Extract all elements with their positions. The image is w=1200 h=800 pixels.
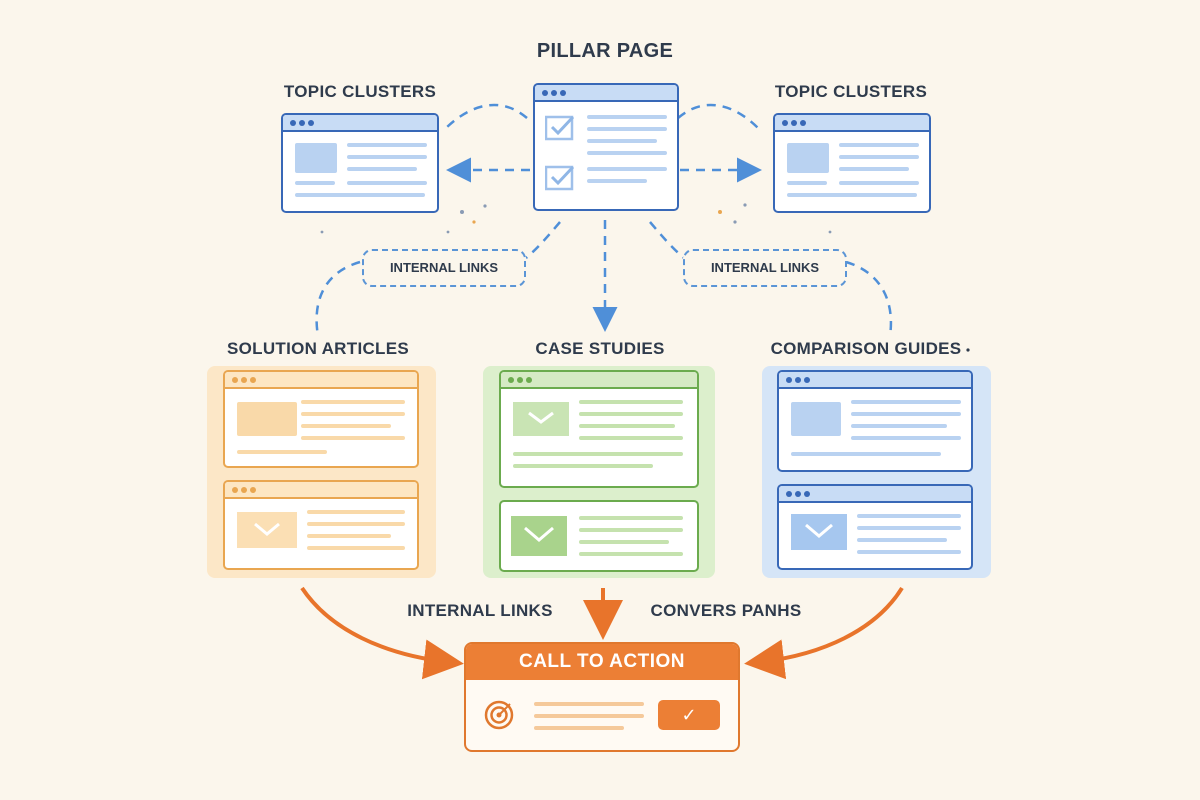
internal-links-pill-right: INTERNAL LINKS	[683, 249, 847, 287]
topic-cluster-window-right	[773, 113, 931, 213]
envelope-icon	[513, 402, 569, 436]
cta-title: CALL TO ACTION	[466, 644, 738, 680]
link-pillar-to-left-top	[445, 103, 528, 129]
topic-cluster-window-left	[281, 113, 439, 213]
case-studies-label: CASE STUDIES	[535, 339, 665, 358]
confetti-dots	[320, 203, 970, 352]
link-pillar-to-right-top	[677, 103, 759, 129]
pillar-page-window	[533, 83, 679, 211]
internal-links-bottom-label: INTERNAL LINKS	[407, 601, 553, 620]
comparison-guides-label: COMPARISON GUIDES	[770, 339, 962, 358]
call-to-action-window: CALL TO ACTION ✓	[464, 642, 740, 752]
checkbox-icon	[545, 115, 575, 141]
solution-articles-label: SOLUTION ARTICLES	[226, 339, 410, 358]
image-icon	[787, 143, 829, 173]
solution-article-window-1	[223, 370, 419, 468]
checkbox-icon	[545, 165, 575, 191]
comparison-guide-window-1	[777, 370, 973, 472]
link-to-comparison-guides	[845, 260, 893, 337]
topic-clusters-right-label: TOPIC CLUSTERS	[774, 82, 928, 101]
link-pillar-down-right	[649, 221, 685, 259]
comparison-guide-window-2	[777, 484, 973, 570]
internal-links-pill-left: INTERNAL LINKS	[362, 249, 526, 287]
case-study-window-2	[499, 500, 699, 572]
link-to-solution-articles	[315, 260, 361, 337]
case-study-window-1	[499, 370, 699, 488]
arrow-solution-to-cta	[300, 586, 464, 680]
image-icon	[237, 402, 297, 436]
target-icon	[484, 700, 514, 730]
solution-article-window-2	[223, 480, 419, 570]
link-pillar-down-left	[525, 221, 561, 259]
envelope-icon	[237, 512, 297, 548]
conversion-paths-label: CONVERS PANHS	[650, 601, 802, 620]
envelope-icon	[791, 514, 847, 550]
image-icon	[791, 402, 841, 436]
arrow-comparison-to-cta	[744, 586, 904, 680]
envelope-icon	[511, 516, 567, 556]
pillar-page-title: PILLAR PAGE	[536, 40, 674, 62]
topic-clusters-left-label: TOPIC CLUSTERS	[283, 82, 437, 101]
image-icon	[295, 143, 337, 173]
cta-check-button[interactable]: ✓	[658, 700, 720, 730]
